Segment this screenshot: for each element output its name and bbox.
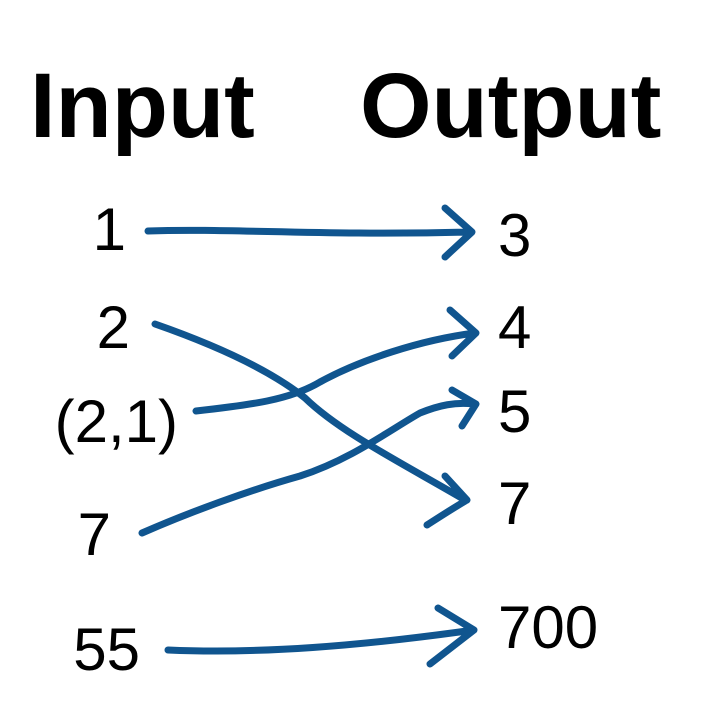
output-heading: Output [360,55,662,157]
input-heading: Input [30,55,255,157]
input-value-pair: (2,1) [54,388,178,455]
arrow-7-to-5 [138,386,480,537]
arrow-1-to-3 [144,204,476,261]
input-value-2: 2 [96,294,130,361]
output-value-3: 3 [498,202,532,269]
output-value-7: 7 [498,470,532,537]
input-value-1: 1 [92,196,126,263]
arrow-2-to-7 [151,320,471,529]
output-value-5: 5 [498,378,532,445]
output-value-700: 700 [498,594,599,661]
arrow-55-to-700 [164,604,478,668]
arrow-pair-to-4 [192,306,480,415]
input-value-7: 7 [77,501,111,568]
output-value-4: 4 [498,294,532,361]
input-value-55: 55 [73,616,140,683]
